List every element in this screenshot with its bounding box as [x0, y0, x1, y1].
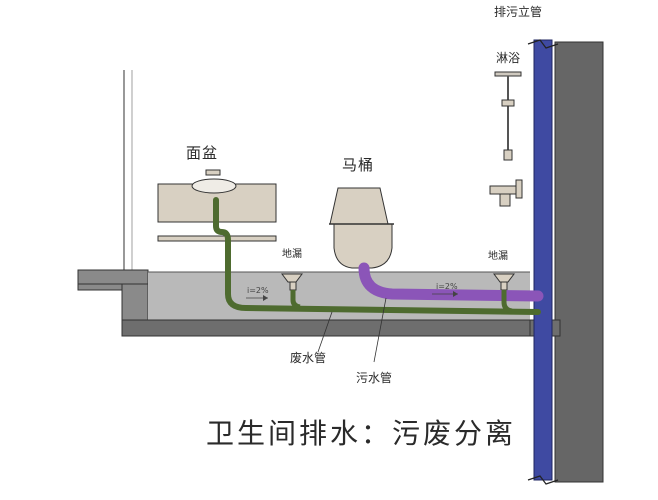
- floor-drain-left: [281, 273, 303, 291]
- wastewater-pipe: [213, 197, 541, 315]
- floor-drain-right: [493, 273, 515, 291]
- sewage-pipe-label: 污水管: [356, 371, 393, 385]
- main-stack-pipe: [533, 39, 553, 481]
- slope-left-label: i=2%: [247, 286, 269, 295]
- diagram-caption: 卫生间排水：污废分离: [206, 417, 517, 450]
- shower-label: 淋浴: [496, 51, 521, 65]
- break-mark-bottom: [527, 475, 559, 485]
- toilet-label: 马桶: [342, 156, 375, 174]
- wastewater-leader-line: [317, 311, 333, 353]
- wastewater-branch-right: [501, 290, 513, 314]
- floor-drain-right-label: 地漏: [488, 251, 508, 262]
- floor-slab: [121, 319, 533, 337]
- sewage-leader-line: [373, 297, 387, 363]
- slope-right-label: i=2%: [436, 282, 458, 291]
- shower-fixture: [489, 71, 523, 207]
- main-stack-label: 排污立管: [494, 5, 543, 19]
- toilet: [329, 187, 394, 269]
- left-slab-step: [77, 269, 149, 337]
- right-wall: [554, 41, 604, 483]
- slope-arrow-right: [432, 291, 458, 297]
- sewage-pipe: [358, 262, 544, 302]
- washbasin-label: 面盆: [186, 144, 219, 162]
- wastewater-pipe-label: 废水管: [290, 351, 327, 365]
- floor-drain-left-label: 地漏: [282, 249, 302, 260]
- break-mark-top: [527, 39, 559, 49]
- slope-arrow-left: [246, 295, 268, 301]
- wastewater-branch-left: [290, 290, 301, 310]
